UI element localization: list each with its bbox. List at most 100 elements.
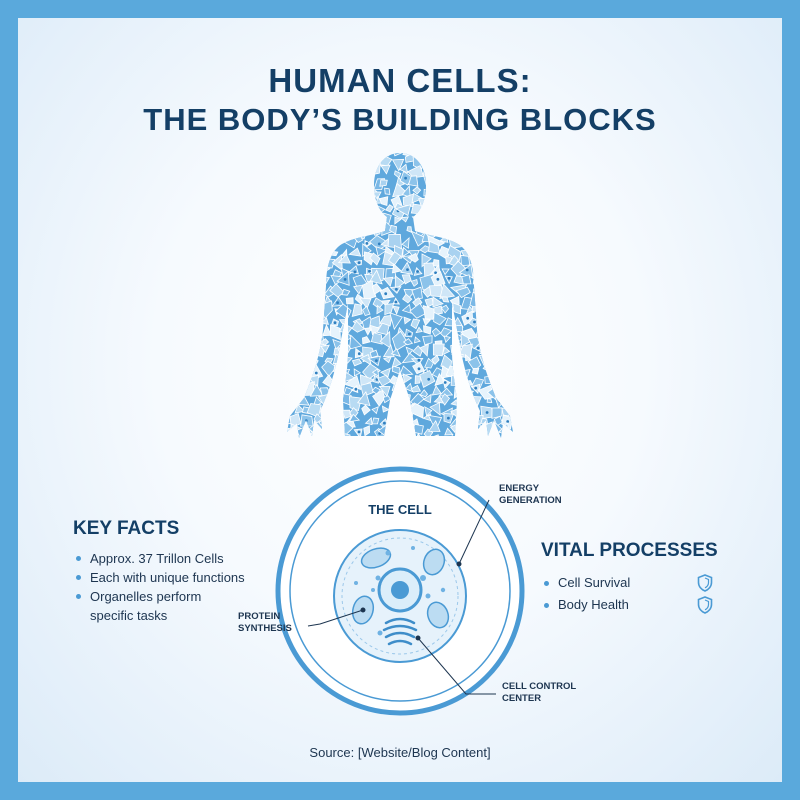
mosaic-shard [440,192,455,205]
key-facts-list: Approx. 37 Trillon Cells Each with uniqu… [76,549,245,625]
mosaic-shard [322,324,333,337]
mosaic-shard [394,204,412,217]
mosaic-shard [509,153,513,154]
mosaic-shard [359,157,370,170]
mosaic-shard [405,346,414,356]
mosaic-shard [499,263,513,280]
mosaic-nucleus-dot [395,287,398,291]
mosaic-shard [468,403,479,418]
mosaic-nucleus-dot [365,242,369,245]
mosaic-shard [458,406,471,418]
mosaic-shard [469,216,485,232]
mosaic-shard [354,156,368,168]
mosaic-shard [310,246,321,255]
mosaic-nucleus-dot [336,301,339,305]
mosaic-shard [463,153,474,158]
mosaic-shard [400,392,411,405]
mosaic-shard [351,320,365,333]
mosaic-nucleus-dot [474,221,478,224]
mosaic-nucleus-dot [519,310,522,313]
mosaic-shard [303,269,321,287]
vital-process-item: Body Health [544,597,629,612]
mosaic-shard [423,188,431,197]
mosaic-nucleus-dot [358,188,362,191]
mosaic-shard [429,401,441,416]
mosaic-shard [453,189,462,199]
mosaic-shard [502,295,513,309]
mosaic-shard [439,176,452,186]
mosaic-shard [305,301,323,314]
mosaic-shard [297,317,311,333]
mosaic-shard [442,153,451,157]
mosaic-shard [391,158,405,172]
mosaic-shard [478,298,492,310]
mosaic-nucleus-dot [427,377,431,381]
mosaic-shard [319,153,331,158]
mosaic-shard [387,251,402,266]
mosaic-shard [391,405,400,414]
mosaic-shard [292,439,304,452]
mosaic-shard [462,215,471,223]
mosaic-shard [448,436,464,438]
mosaic-shard [301,263,318,281]
mosaic-shard [497,177,511,192]
mosaic-shard [329,414,342,433]
mosaic-shard [504,225,513,239]
mosaic-shard [290,366,303,373]
mosaic-shard [460,185,473,200]
mosaic-shard [482,167,492,178]
callout-energy-line-1: ENERGY [499,483,540,494]
mosaic-shard [287,225,297,241]
mosaic-shard [303,432,315,438]
mosaic-shard [329,283,345,298]
mosaic-shard [391,356,402,369]
mosaic-shard [358,297,372,310]
mosaic-shard [510,363,513,377]
mosaic-shard [481,173,496,185]
mosaic-shard [329,196,339,208]
mosaic-shard [287,258,291,270]
mosaic-nucleus-dot [466,316,470,320]
mosaic-shard [468,237,479,249]
mosaic-shard [502,396,513,410]
vital-processes-heading: VITAL PROCESSES [541,540,718,561]
mosaic-shard [514,278,526,285]
mosaic-nucleus-dot [333,321,337,325]
mosaic-shard [369,160,381,176]
mosaic-shard [348,247,362,257]
mosaic-shard [480,192,492,207]
mosaic-shard [402,373,413,384]
mosaic-shard [320,344,330,354]
mosaic-shard [430,212,448,227]
mosaic-shard [292,294,304,308]
mosaic-nucleus-dot [394,300,398,304]
mosaic-shard [316,228,323,237]
callout-control-line-1: CELL CONTROL [502,681,577,692]
mosaic-nucleus-dot [517,350,520,353]
mosaic-shard [287,278,297,296]
mosaic-shard [482,421,494,438]
mosaic-shard [423,325,432,335]
mosaic-shard [499,184,511,194]
mosaic-shard [455,324,464,333]
mosaic-shard [348,153,361,159]
mosaic-nucleus-dot [353,270,357,274]
mosaic-nucleus-dot [478,208,481,212]
mosaic-shard [312,187,321,197]
mosaic-shard [292,288,307,300]
mosaic-shard [466,242,482,254]
mosaic-shard [362,305,371,316]
mosaic-shard [323,153,336,167]
mosaic-shard [352,226,368,240]
mosaic-shard [337,224,350,236]
mosaic-shard [297,170,317,180]
mosaic-shard [287,335,292,347]
mosaic-shard [484,277,493,286]
key-fact-item: Approx. 37 Trillon Cells [76,549,245,568]
mosaic-shard [497,273,513,287]
mosaic-shard [322,433,334,438]
callout-lines [307,499,496,695]
mosaic-shard [379,286,395,300]
mosaic-shard [342,433,351,438]
